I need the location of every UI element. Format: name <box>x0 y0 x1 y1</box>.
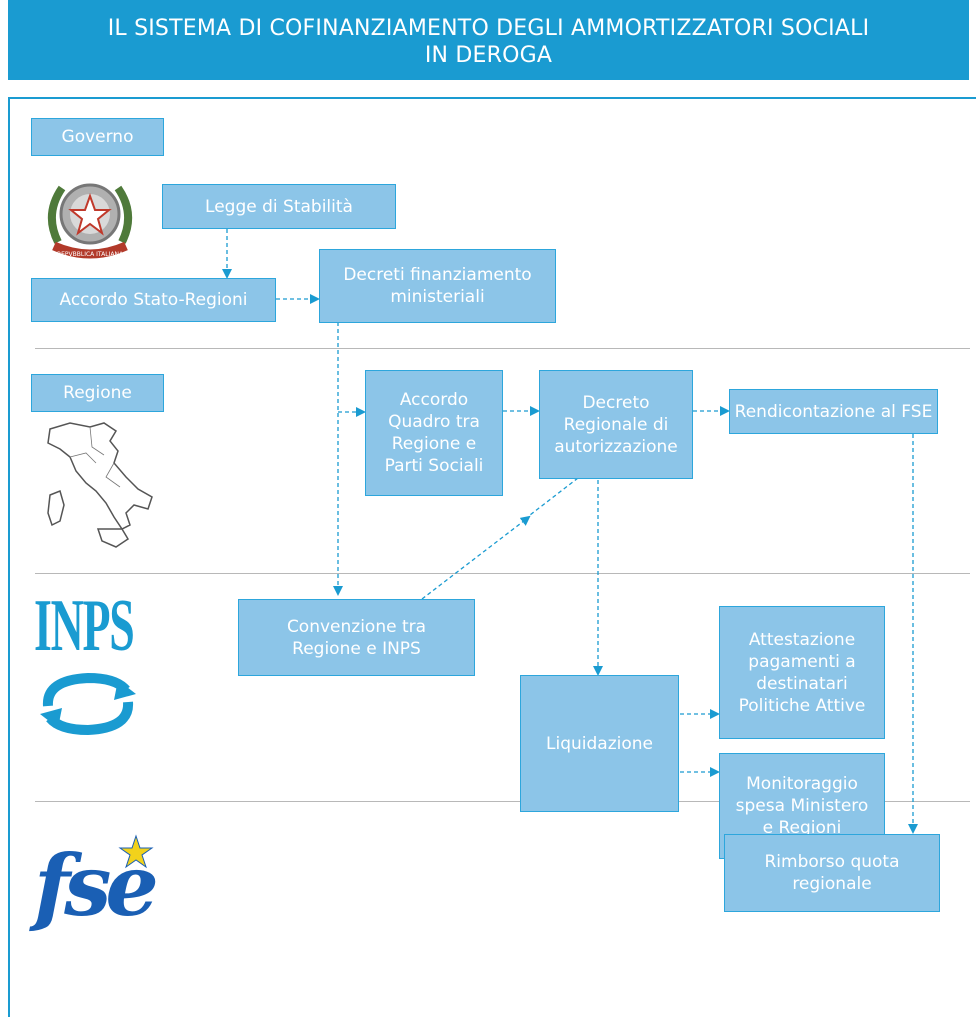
node-rendicontazione-fse: Rendicontazione al FSE <box>729 389 938 434</box>
node-text: Rendicontazione al FSE <box>734 401 933 422</box>
section-label-text: Regione <box>63 383 132 403</box>
inps-logo: INPS <box>34 585 144 667</box>
node-text: Accordo Quadro tra Regione e Parti Socia… <box>384 390 484 476</box>
node-text: Accordo Stato-Regioni <box>59 290 248 310</box>
node-decreto-regionale: Decreto Regionale di autorizzazione <box>539 370 693 479</box>
node-accordo-stato-regioni: Accordo Stato-Regioni <box>31 278 276 322</box>
node-text: Monitoraggio spesa Ministero e Regioni <box>735 774 869 838</box>
fse-star-icon <box>118 834 154 869</box>
section-label-regione: Regione <box>31 374 164 412</box>
italian-republic-emblem-icon: REPVBBLICA ITALIANA <box>48 183 132 259</box>
diagram-frame <box>8 97 976 1017</box>
node-decreti-finanziamento: Decreti finanziamento ministeriali <box>319 249 556 323</box>
section-divider <box>35 348 970 349</box>
node-attestazione-pagamenti: Attestazione pagamenti a destinatari Pol… <box>719 606 885 739</box>
title-text: IL SISTEMA DI COFINANZIAMENTO DEGLI AMMO… <box>107 16 870 68</box>
page-title: IL SISTEMA DI COFINANZIAMENTO DEGLI AMMO… <box>8 0 969 80</box>
section-divider <box>35 801 970 802</box>
node-convenzione: Convenzione tra Regione e INPS <box>238 599 475 676</box>
node-text: Decreto Regionale di autorizzazione <box>554 392 678 457</box>
italy-map-icon <box>47 422 153 548</box>
node-text: Decreti finanziamento ministeriali <box>343 265 532 307</box>
node-legge-di-stabilita: Legge di Stabilità <box>162 184 396 229</box>
inps-arrows-icon <box>40 672 136 736</box>
fse-logo-text: fse <box>34 836 159 935</box>
section-divider <box>35 573 970 574</box>
node-text: Convenzione tra Regione e INPS <box>286 616 427 659</box>
fse-logo: fse <box>34 830 164 940</box>
node-text: Attestazione pagamenti a destinatari Pol… <box>738 629 866 716</box>
node-liquidazione: Liquidazione <box>520 675 679 812</box>
section-label-text: Governo <box>61 127 134 147</box>
section-label-governo: Governo <box>31 118 164 156</box>
node-rimborso-quota: Rimborso quota regionale <box>724 834 940 912</box>
node-accordo-quadro: Accordo Quadro tra Regione e Parti Socia… <box>365 370 503 496</box>
republic-emblem-text: REPVBBLICA ITALIANA <box>57 251 124 258</box>
node-text: Rimborso quota regionale <box>764 852 900 894</box>
inps-logo-text: INPS <box>34 585 135 667</box>
node-text: Legge di Stabilità <box>205 196 353 217</box>
node-text: Liquidazione <box>546 733 653 754</box>
